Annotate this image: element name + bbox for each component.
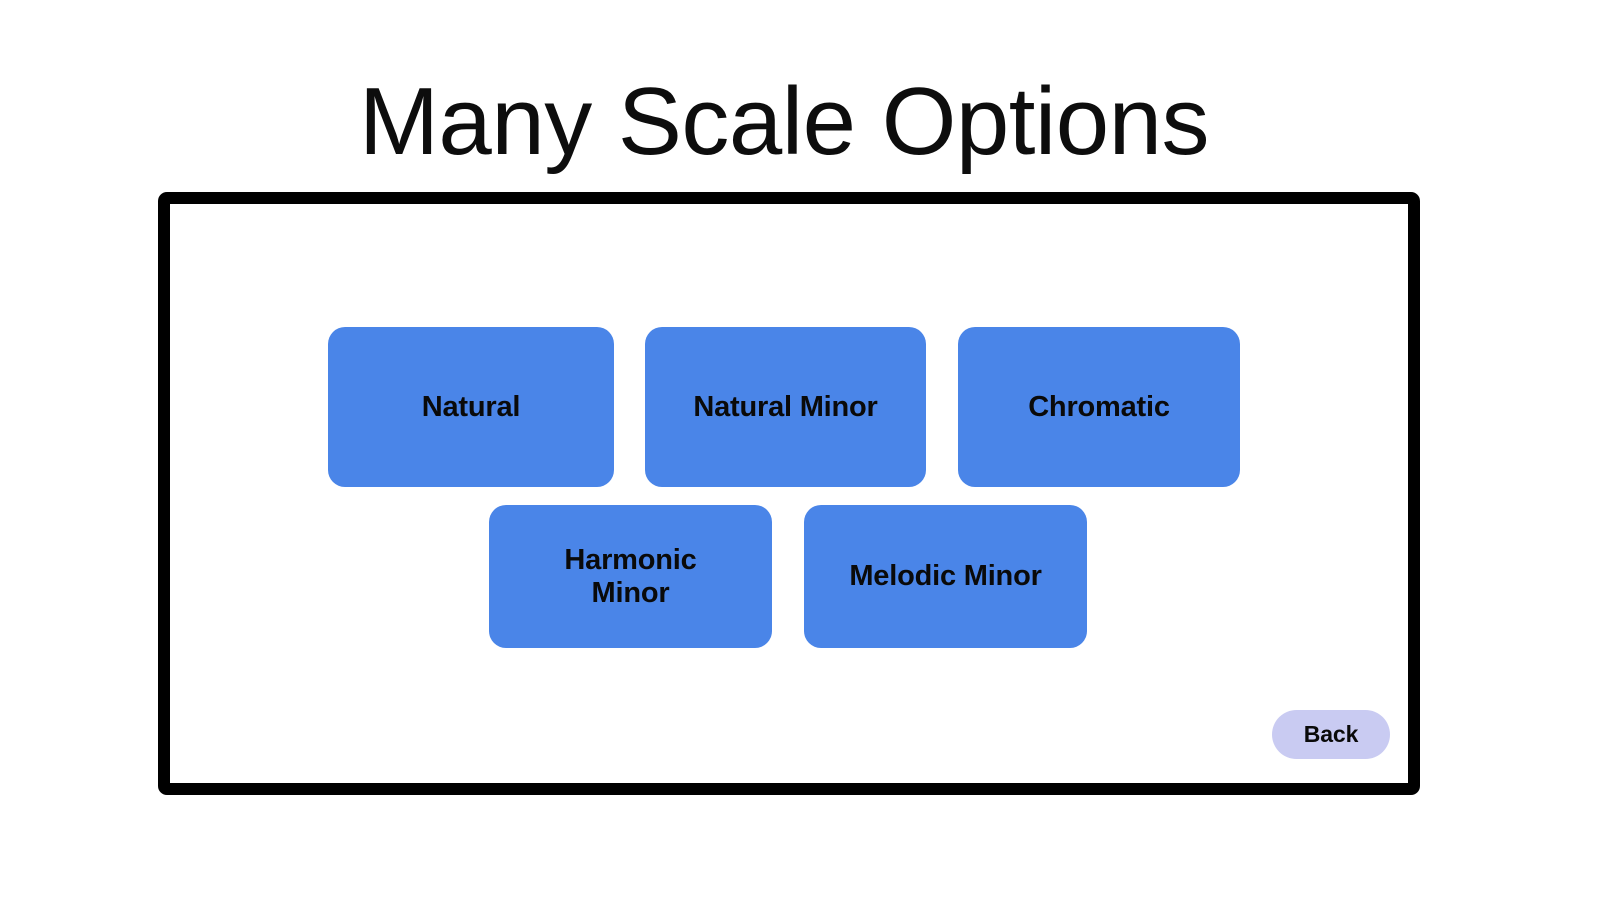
scale-options-panel: Natural Natural Minor Chromatic Harmonic… [158,192,1420,795]
scale-button-melodic-minor[interactable]: Melodic Minor [804,505,1087,648]
scale-button-harmonic-minor-label: Harmonic Minor [564,544,697,609]
scale-button-chromatic-label: Chromatic [1028,390,1170,423]
scale-button-melodic-minor-label: Melodic Minor [849,560,1042,593]
scale-button-natural-minor[interactable]: Natural Minor [645,327,926,487]
back-button[interactable]: Back [1272,710,1390,759]
scale-button-harmonic-minor[interactable]: Harmonic Minor [489,505,772,648]
scale-button-natural[interactable]: Natural [328,327,614,487]
scale-button-natural-label: Natural [421,390,521,423]
page-title: Many Scale Options [358,68,1210,176]
scale-button-natural-minor-label: Natural Minor [693,390,878,423]
panel-content: Natural Natural Minor Chromatic Harmonic… [170,204,1408,783]
scale-button-chromatic[interactable]: Chromatic [958,327,1240,487]
